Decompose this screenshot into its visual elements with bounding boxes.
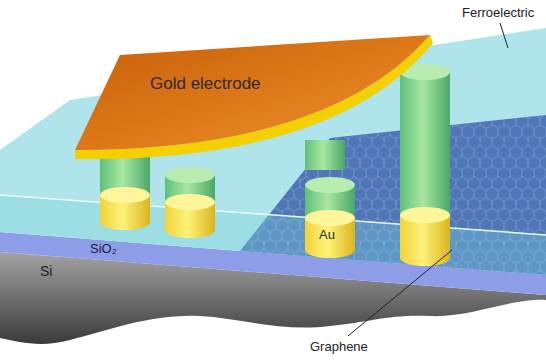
ferroelectric-edge	[0, 195, 546, 235]
electrode-edge	[75, 35, 433, 159]
part-label: Graphene	[310, 340, 368, 354]
au-pillar	[305, 140, 345, 170]
part-label: Si	[40, 264, 52, 279]
au-pillar	[400, 64, 450, 266]
part-label: Gold electrode	[150, 75, 261, 94]
ferroelectric-front	[0, 195, 546, 275]
leader-line	[348, 250, 452, 336]
part-label: Au	[319, 228, 335, 242]
leader-line	[500, 23, 508, 48]
au-pillar	[165, 167, 215, 238]
part-label: Ferroelectric	[462, 6, 534, 20]
part-label: SiO₂	[90, 242, 117, 256]
ferroelectric-layer	[0, 28, 546, 275]
au-pillar	[100, 150, 150, 230]
au-pillar	[305, 177, 355, 258]
gold-electrode	[75, 35, 430, 150]
